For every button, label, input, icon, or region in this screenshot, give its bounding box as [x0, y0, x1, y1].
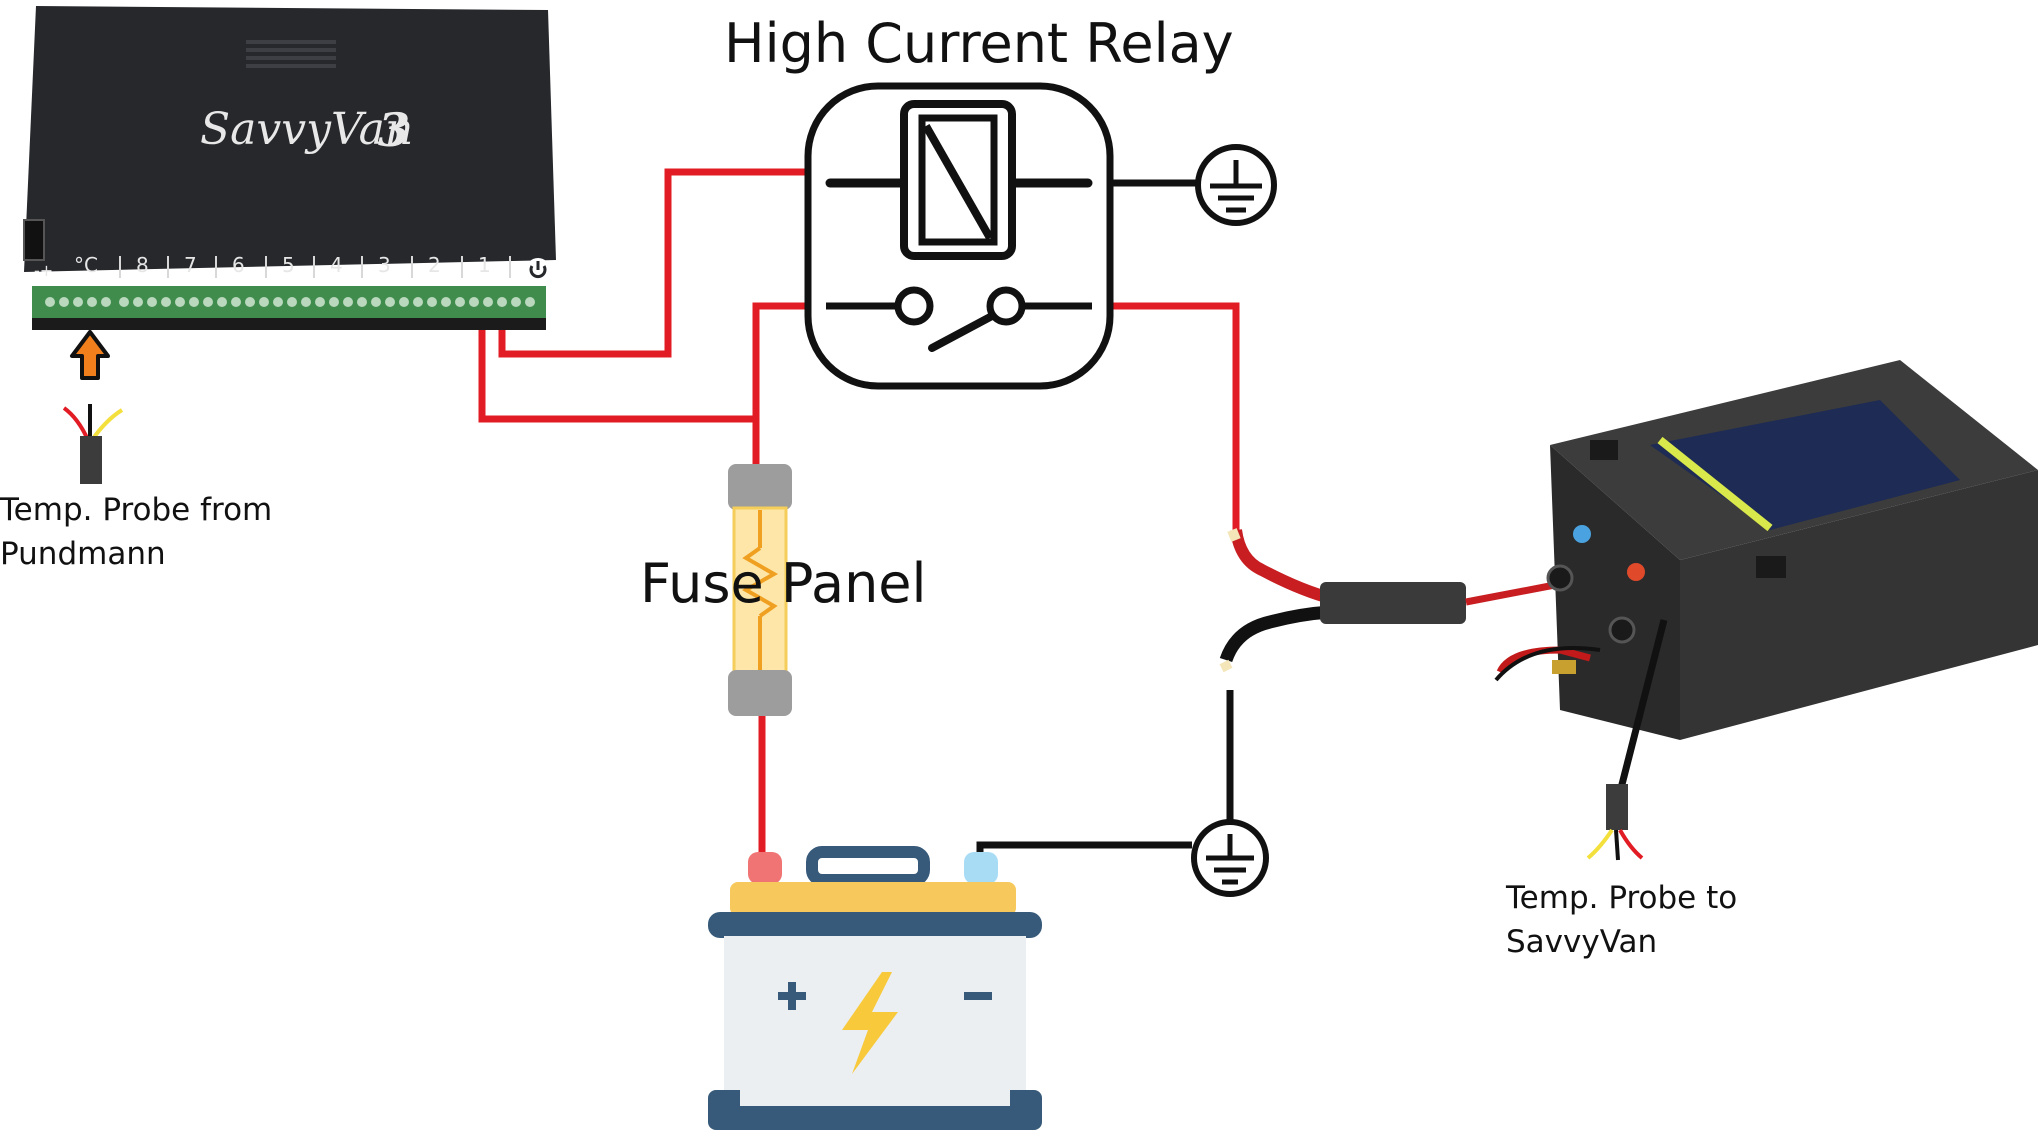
probe-sleeve — [80, 436, 102, 484]
relay-switch-icon — [826, 286, 1092, 352]
wire-relay-to-heater — [1110, 302, 1240, 530]
probe-right-label-line1: Temp. Probe to — [1505, 880, 1737, 916]
bolt-icon — [842, 972, 898, 1074]
battery-top — [730, 882, 1016, 916]
wire-controller-supply — [478, 330, 756, 423]
heater-cables — [1219, 528, 1561, 673]
ground-icon — [1195, 144, 1277, 226]
plus-icon — [778, 982, 806, 1010]
controller-logo-script: SavvyVan — [200, 104, 413, 155]
wire-relay-switch-in — [752, 302, 818, 470]
wire-battery-negative — [976, 841, 1192, 868]
battery-terminal-negative — [964, 852, 998, 884]
heater-front — [1550, 445, 1680, 740]
heater-fittings — [1494, 525, 1645, 682]
terminal-label: 6 — [232, 253, 245, 277]
probe-left-label-line2: Pundmann — [0, 536, 166, 572]
terminal-label: -+ — [34, 261, 53, 280]
fuse-cap-top — [728, 464, 792, 510]
power-icon — [526, 258, 550, 282]
fuse-title: Fuse Panel — [640, 552, 927, 615]
probe-sleeve — [1606, 784, 1628, 830]
probe-left-label-line1: Temp. Probe from — [0, 492, 272, 528]
relay: High Current Relay — [724, 12, 1234, 390]
relay-title: High Current Relay — [724, 12, 1234, 75]
probe-right-label-line2: SavvyVan — [1506, 924, 1657, 960]
terminal-label: 1 — [478, 253, 491, 277]
wire-coil-positive — [498, 168, 810, 358]
controller-logo-number: 3 — [378, 103, 410, 157]
ground-icon — [1191, 819, 1269, 897]
terminal-label: 2 — [428, 253, 441, 277]
up-arrow-icon — [70, 330, 110, 380]
relay-coil-icon — [825, 100, 1093, 260]
battery-icon — [708, 846, 1042, 1130]
terminal-label: 3 — [378, 253, 391, 277]
cable-sleeve — [1320, 582, 1466, 624]
fuse-cap-bottom — [728, 670, 792, 716]
battery-lid — [708, 912, 1042, 938]
fuse-icon: Fuse Panel — [640, 464, 927, 716]
heater-side — [1680, 470, 2038, 740]
terminal-label: °C — [74, 253, 98, 277]
temp-probe-input: Temp. Probe from Pundmann — [0, 330, 272, 572]
terminal-label: 5 — [282, 253, 295, 277]
terminal-label: 8 — [136, 253, 149, 277]
heater-unit — [1494, 360, 2038, 861]
terminal-labels: -+ °C 8 7 6 5 4 3 2 1 — [34, 253, 491, 280]
battery-terminal-positive — [748, 852, 782, 884]
controller-side-switch — [23, 219, 45, 261]
terminal-label: 7 — [184, 253, 197, 277]
terminal-label: 4 — [330, 253, 343, 277]
controller-body — [24, 6, 556, 272]
controller-unit: SavvyVan 3 -+ °C 8 7 6 5 4 3 2 1 — [23, 6, 556, 330]
